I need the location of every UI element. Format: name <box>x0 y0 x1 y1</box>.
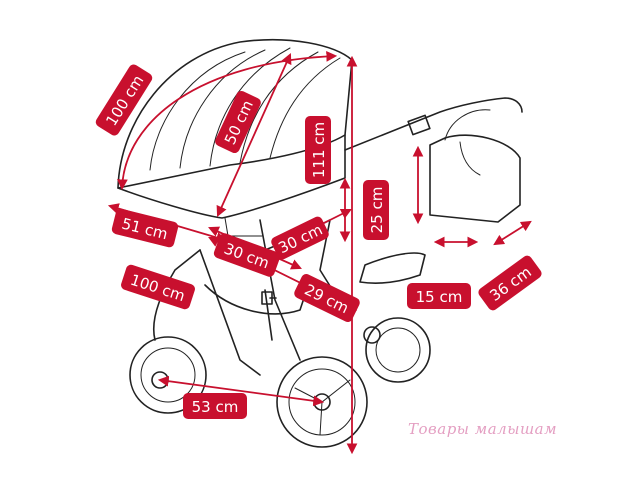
dim-label-seat-depth: 30 cm <box>271 216 329 260</box>
stroller-bag <box>429 134 521 223</box>
dim-label-basket-height: 25 cm <box>363 180 389 240</box>
dim-label-height: 111 cm <box>305 116 331 184</box>
dim-label-seat-width: 30 cm <box>213 233 281 277</box>
svg-text:25 cm: 25 cm <box>368 187 386 234</box>
dim-label-bassinet-length: 51 cm <box>111 208 179 248</box>
stroller-front-wheel <box>365 317 431 383</box>
dim-label-wheel-base: 53 cm <box>183 393 247 419</box>
dim-label-bag-length: 36 cm <box>478 255 542 311</box>
dim-label-hood-arc: 100 cm <box>95 64 153 136</box>
stroller-handlebar <box>344 97 523 151</box>
svg-text:53 cm: 53 cm <box>192 398 239 416</box>
stroller-rear-wheel-left <box>129 336 207 414</box>
watermark-text: Товары малышам <box>408 420 558 438</box>
stroller-drawing <box>117 38 523 448</box>
dim-label-bag-width: 15 cm <box>407 283 471 309</box>
dimension-labels: 100 cm 50 cm 111 cm 51 cm 30 cm 30 cm 25… <box>95 64 542 419</box>
dimension-lines <box>107 50 532 455</box>
svg-text:15 cm: 15 cm <box>416 288 463 306</box>
svg-text:111 cm: 111 cm <box>310 122 328 178</box>
